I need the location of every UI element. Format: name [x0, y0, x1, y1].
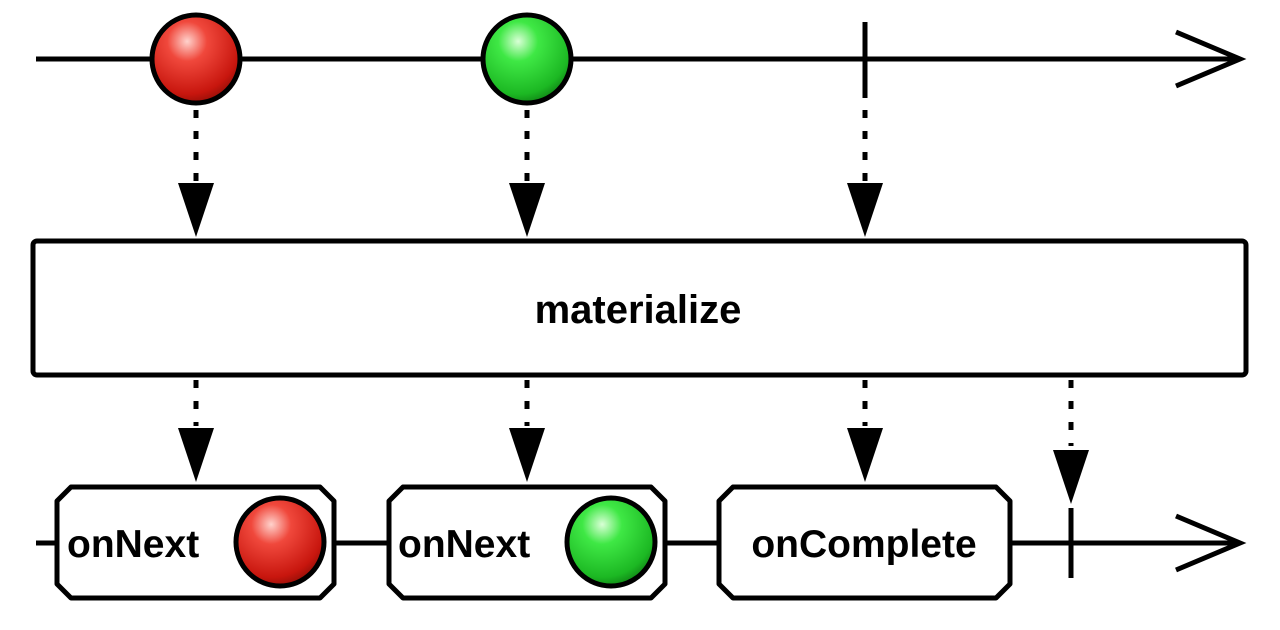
notification-label: onComplete	[751, 523, 976, 566]
source-red-marble	[149, 12, 243, 106]
notification-oncomplete: onComplete	[716, 484, 1013, 601]
input-arrow-1	[178, 110, 214, 237]
operator-box: materialize	[30, 238, 1249, 378]
input-arrow-2	[509, 110, 545, 237]
output-timeline: onNext onNext onComplete	[36, 484, 1247, 601]
operator-label: materialize	[535, 288, 742, 332]
source-timeline	[36, 12, 1247, 106]
output-arrows	[178, 380, 1089, 504]
output-arrow-1	[178, 380, 214, 482]
notification-label: onNext	[67, 523, 199, 566]
output-arrow-2	[509, 380, 545, 482]
input-arrows	[178, 110, 883, 237]
notification-green-marble	[564, 495, 658, 589]
source-green-marble	[480, 12, 574, 106]
notification-onnext-green: onNext	[386, 484, 668, 601]
output-timeline-arrowhead	[1175, 513, 1247, 573]
notification-red-marble	[233, 495, 327, 589]
input-arrow-3	[847, 110, 883, 237]
notification-onnext-red: onNext	[54, 484, 337, 601]
notification-label: onNext	[398, 523, 530, 566]
output-arrow-4	[1053, 380, 1089, 504]
source-timeline-arrowhead	[1175, 29, 1247, 89]
output-arrow-3	[847, 380, 883, 482]
